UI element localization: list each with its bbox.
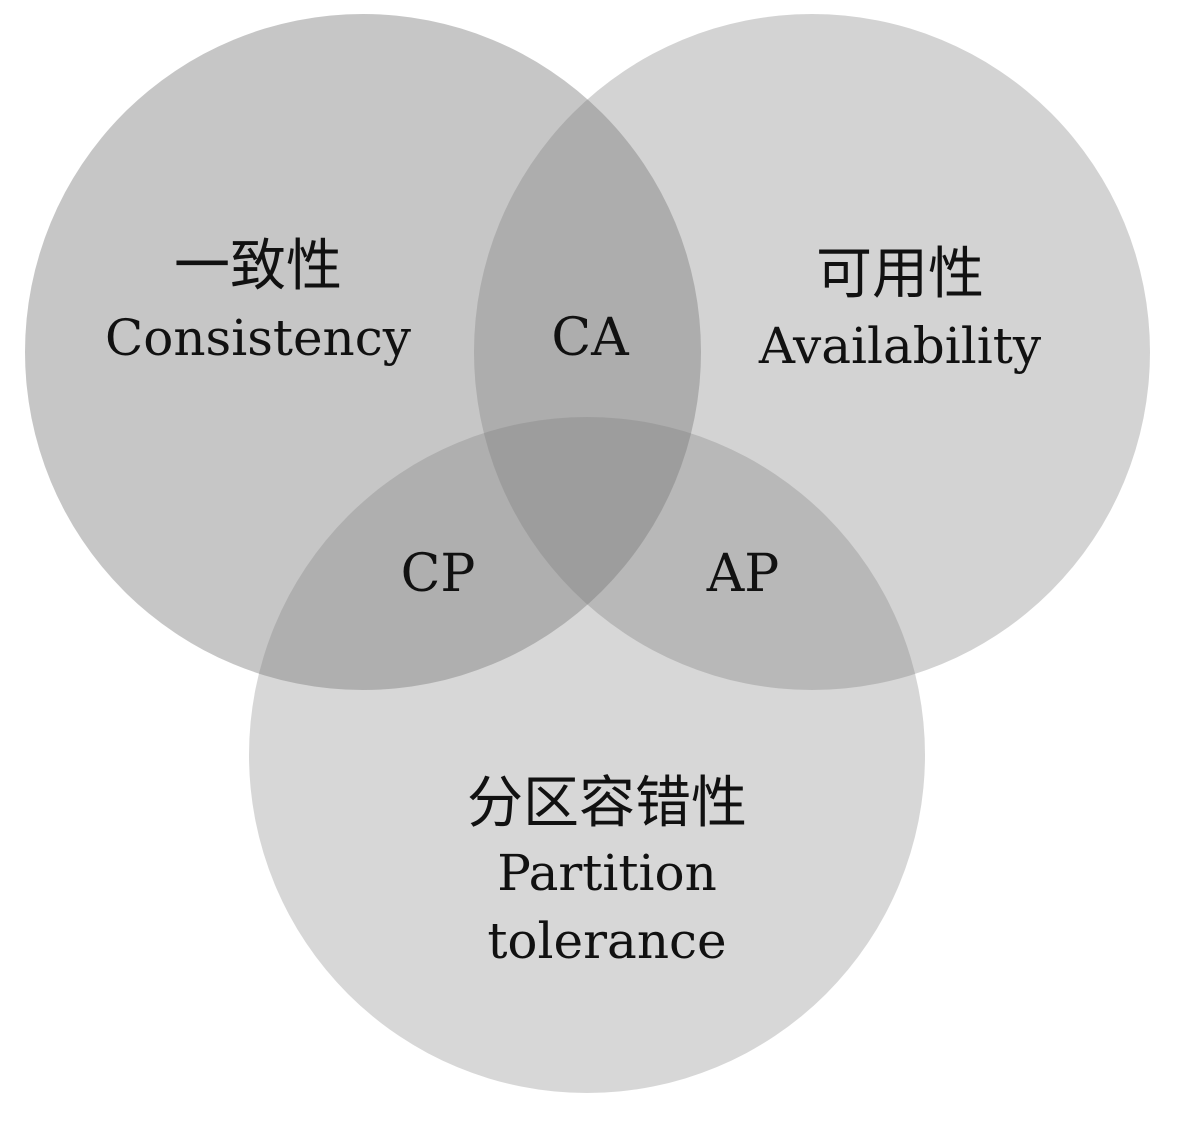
partition-label-english-line2: tolerance bbox=[487, 912, 726, 970]
availability-label-chinese: 可用性 bbox=[816, 242, 984, 307]
consistency-label-chinese: 一致性 bbox=[174, 234, 342, 299]
partition-tolerance-circle bbox=[249, 417, 925, 1093]
availability-circle bbox=[474, 14, 1150, 690]
labels: 一致性 Consistency 可用性 Availability 分区容错性 P… bbox=[105, 234, 1042, 970]
consistency-label-english: Consistency bbox=[105, 309, 412, 367]
consistency-circle bbox=[25, 14, 701, 690]
availability-label-english: Availability bbox=[758, 317, 1042, 375]
circles bbox=[25, 14, 1150, 1093]
intersection-ap-label: AP bbox=[706, 544, 780, 604]
intersection-cp-label: CP bbox=[401, 544, 476, 604]
intersection-ca-label: CA bbox=[551, 308, 630, 368]
partition-label-chinese: 分区容错性 bbox=[467, 771, 747, 836]
partition-label-english-line1: Partition bbox=[497, 844, 717, 902]
